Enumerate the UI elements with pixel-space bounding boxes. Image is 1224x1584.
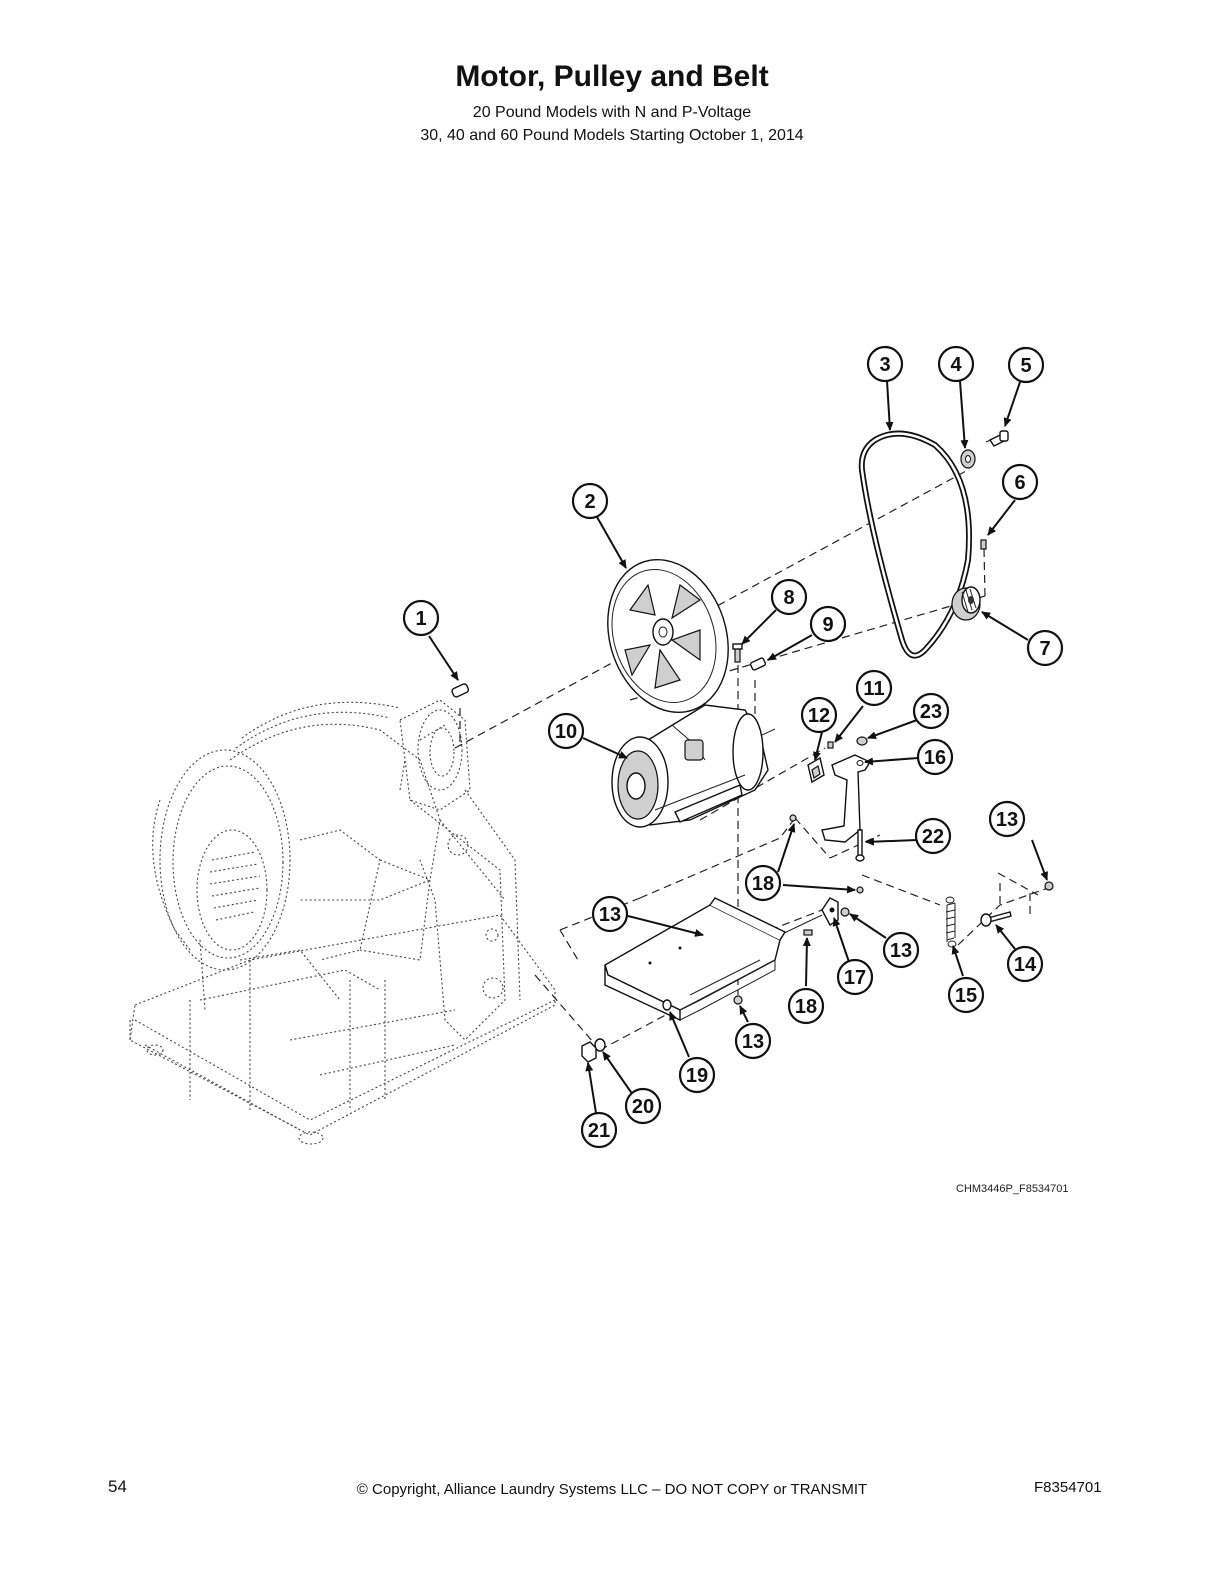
callout-label: 7 — [1039, 638, 1050, 660]
callout-label: 19 — [686, 1065, 708, 1087]
part-4-washer — [960, 449, 976, 469]
callout-label: 13 — [996, 809, 1018, 831]
callout-label: 4 — [950, 354, 962, 376]
callout-label: 3 — [879, 354, 890, 376]
callout-label: 18 — [795, 996, 817, 1018]
callout-17: 17 — [836, 958, 874, 996]
callout-20: 20 — [624, 1087, 662, 1125]
callout-label: 13 — [742, 1031, 764, 1053]
callout-label: 18 — [752, 873, 774, 895]
callout-2: 2 — [571, 482, 609, 520]
part-18-screw-lower — [779, 914, 823, 936]
part-7-motor-pulley — [951, 586, 981, 621]
part-18-nut-upper — [789, 814, 864, 894]
callout-label: 2 — [584, 491, 595, 513]
part-23-nut — [856, 736, 868, 746]
part-14-bolt — [980, 911, 1012, 927]
callout-4: 4 — [937, 345, 975, 383]
callout-21: 21 — [580, 1111, 618, 1149]
callout-label: 16 — [924, 747, 946, 769]
part-11-screw — [827, 741, 834, 749]
callout-label: 13 — [890, 940, 912, 962]
callout-10: 10 — [547, 712, 585, 750]
callout-label: 23 — [920, 701, 942, 723]
part-15-spring — [945, 896, 957, 948]
part-1-key — [451, 683, 470, 698]
part-2-drive-pulley — [607, 558, 729, 714]
part-20-washer — [594, 1038, 606, 1052]
callout-label: 22 — [922, 826, 944, 848]
copyright-notice: © Copyright, Alliance Laundry Systems LL… — [356, 1481, 868, 1498]
callout-19: 19 — [678, 1056, 716, 1094]
callout-label: 20 — [632, 1096, 654, 1118]
callout-12: 12 — [800, 696, 838, 734]
page-number: 54 — [108, 1477, 127, 1496]
figure-code: CHM3446P_F8534701 — [956, 1183, 1069, 1195]
part-10-motor — [611, 704, 776, 828]
callout-13: 13 — [591, 895, 629, 933]
callout-label: 6 — [1014, 472, 1025, 494]
callout-7: 7 — [1026, 629, 1064, 667]
callout-label: 9 — [822, 614, 833, 636]
callout-label: 14 — [1014, 954, 1037, 976]
part-3-belt — [858, 430, 973, 659]
callout-16: 16 — [916, 738, 954, 776]
callout-18: 18 — [787, 987, 825, 1025]
callout-label: 17 — [844, 967, 866, 989]
part-19-motor-mount — [604, 897, 787, 1022]
callout-label: 11 — [863, 678, 884, 700]
leader-lines — [428, 380, 1048, 1114]
page-subtitle-line2: 30, 40 and 60 Pound Models Starting Octo… — [420, 127, 804, 144]
callout-3: 3 — [866, 345, 904, 383]
callout-23: 23 — [912, 692, 950, 730]
callout-18: 18 — [744, 864, 782, 902]
callout-label: 13 — [599, 904, 621, 926]
callout-label: 10 — [555, 721, 577, 743]
callout-8: 8 — [770, 578, 808, 616]
dryer-frame-drawing — [129, 699, 556, 1145]
callout-14: 14 — [1006, 945, 1044, 983]
callout-9: 9 — [809, 605, 847, 643]
callout-label: 1 — [415, 608, 426, 630]
part-16-adjuster-bracket — [821, 754, 872, 843]
part-22-bolt — [855, 829, 865, 862]
part-21-nut — [581, 1041, 597, 1063]
part-5-screw — [988, 430, 1009, 447]
callout-13: 13 — [988, 800, 1026, 838]
callout-label: 21 — [588, 1120, 610, 1142]
document-number: F8354701 — [1034, 1479, 1102, 1496]
callout-5: 5 — [1007, 346, 1045, 384]
part-12-bracket — [807, 756, 825, 784]
part-9-key — [749, 657, 767, 671]
part-8-screw — [732, 643, 743, 663]
callout-label: 8 — [783, 587, 794, 609]
callout-13: 13 — [734, 1022, 772, 1060]
callout-22: 22 — [914, 817, 952, 855]
callout-label: 12 — [808, 705, 830, 727]
page-title: Motor, Pulley and Belt — [455, 60, 769, 93]
callout-1: 1 — [402, 599, 440, 637]
callout-15: 15 — [947, 976, 985, 1014]
page-subtitle-line1: 20 Pound Models with N and P-Voltage — [472, 104, 752, 121]
part-6-set-screw — [980, 539, 987, 550]
callout-13: 13 — [882, 931, 920, 969]
callout-label: 15 — [955, 985, 977, 1007]
callout-label: 5 — [1020, 355, 1031, 377]
callout-6: 6 — [1001, 463, 1039, 501]
callout-11: 11 — [855, 669, 893, 707]
